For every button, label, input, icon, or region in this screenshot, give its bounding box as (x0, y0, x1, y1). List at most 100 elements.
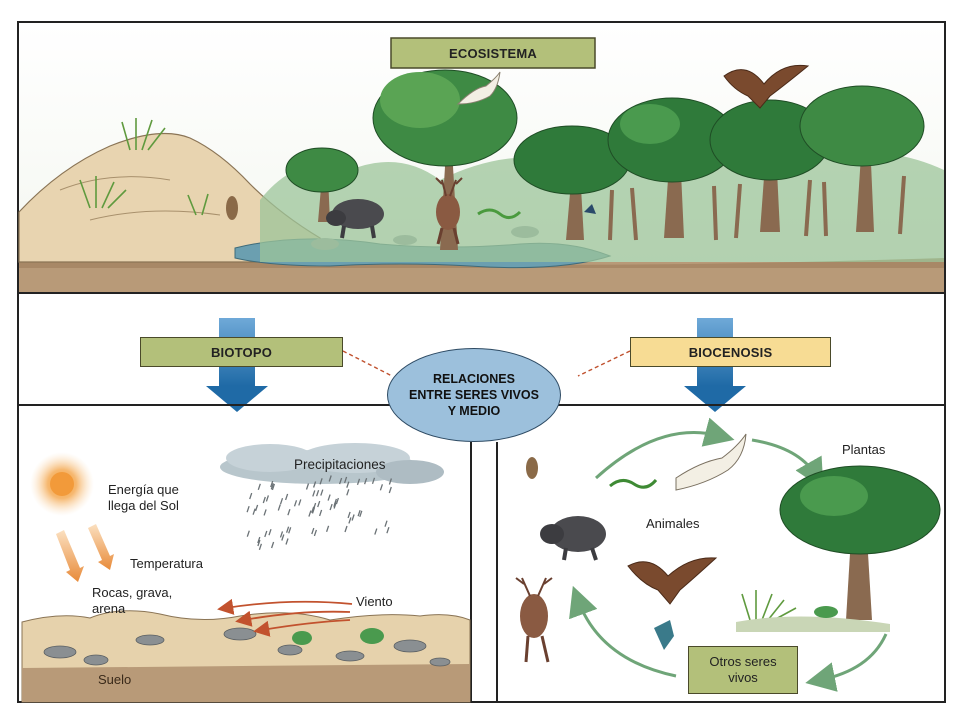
cloud-icon (220, 443, 444, 484)
raindrop (348, 517, 352, 524)
raindrop (258, 543, 263, 551)
raindrop (311, 527, 315, 535)
raindrop (265, 495, 270, 502)
otros-line-1: Otros seres (709, 654, 777, 669)
biocenosis-panel (515, 417, 941, 692)
sun-ray-icon (56, 530, 84, 582)
bird-icon (675, 433, 747, 491)
raindrop (338, 477, 343, 485)
raindrop (298, 499, 302, 506)
raindrop (285, 538, 289, 545)
raindrop (328, 475, 332, 482)
shrub-icon (360, 628, 384, 644)
snake-icon (609, 478, 658, 489)
raindrop (263, 509, 267, 516)
animales-label: Animales (646, 516, 700, 531)
raindrop (359, 510, 363, 518)
raindrop (318, 509, 323, 517)
raindrop (351, 514, 355, 521)
raindrop (246, 530, 250, 537)
raindrop (315, 489, 320, 497)
raindrop (329, 503, 333, 511)
ecosistema-label-box (390, 37, 596, 69)
cycle-arrow (805, 633, 888, 692)
raindrop (312, 502, 317, 510)
raindrop (357, 509, 361, 517)
raindrop (246, 505, 250, 513)
plantas-label: Plantas (842, 442, 886, 457)
raindrop (347, 511, 351, 519)
raindrop (284, 493, 289, 501)
rain-icon (246, 475, 393, 551)
raindrop (279, 497, 284, 505)
cycle-arrow (569, 585, 677, 678)
raindrop (257, 483, 261, 491)
relaciones-line-3: Y MEDIO (447, 404, 501, 418)
deer-icon (435, 177, 463, 245)
tree-icon (779, 465, 941, 620)
raindrop (312, 490, 316, 497)
raindrop (317, 500, 321, 508)
raindrop (333, 502, 337, 509)
wind-arrow (253, 619, 351, 637)
raindrop (270, 541, 275, 549)
relaciones-oval: RELACIONES ENTRE SERES VIVOS Y MEDIO (387, 348, 561, 442)
raindrop (313, 529, 318, 537)
wind-arrow (235, 610, 351, 627)
raindrop (254, 504, 259, 512)
energia-line-2: llega del Sol (108, 498, 179, 513)
shrub-icon (292, 631, 312, 645)
rocks (43, 627, 451, 667)
cycle-arrow (594, 417, 735, 480)
boar-icon (326, 199, 384, 239)
ecosistema-label: ECOSISTEMA (449, 45, 537, 61)
raindrop (363, 477, 368, 485)
raindrop (374, 528, 378, 535)
cycle-arrow (751, 438, 824, 490)
raindrop (262, 496, 266, 504)
eagle-icon (723, 64, 810, 109)
eagle-icon (627, 557, 718, 605)
raindrop (343, 476, 348, 484)
raindrop (252, 508, 256, 515)
raindrop (327, 494, 331, 501)
raindrop (388, 486, 392, 494)
raindrop (285, 526, 290, 533)
raindrop (320, 489, 324, 496)
energia-line-1: Energía que (108, 482, 179, 497)
raindrop (333, 500, 337, 508)
raindrop (277, 504, 281, 511)
raindrop (270, 480, 274, 488)
raindrop (312, 481, 317, 488)
raindrop (346, 489, 350, 496)
raindrop (270, 483, 274, 490)
boar-icon (540, 516, 606, 561)
raindrop (356, 478, 361, 486)
viento-label: Viento (356, 594, 393, 609)
rocas-label: Rocas, grava, arena (92, 585, 172, 617)
raindrop (271, 483, 276, 491)
tree-icon (709, 99, 831, 232)
raindrop (344, 525, 348, 533)
tree-icon (513, 125, 631, 240)
tree-icon (285, 147, 359, 222)
tree-icon (799, 85, 925, 232)
raindrop (257, 539, 261, 547)
raindrop (249, 492, 253, 500)
grass-icon (79, 118, 209, 216)
otros-line-2: vivos (728, 670, 758, 685)
raindrop (388, 478, 393, 485)
raindrop (279, 531, 284, 538)
raindrop (384, 520, 388, 527)
sun-ray-icon (88, 524, 114, 570)
owl-icon (526, 457, 538, 479)
temperatura-label: Temperatura (130, 556, 203, 571)
relaciones-line-2: ENTRE SERES VIVOS (409, 388, 539, 402)
tree-icon (607, 97, 737, 238)
raindrop (268, 528, 272, 536)
biotopo-label: BIOTOPO (140, 337, 343, 367)
raindrop (371, 477, 376, 485)
wind-arrow (217, 598, 353, 615)
deer-icon (515, 577, 553, 663)
